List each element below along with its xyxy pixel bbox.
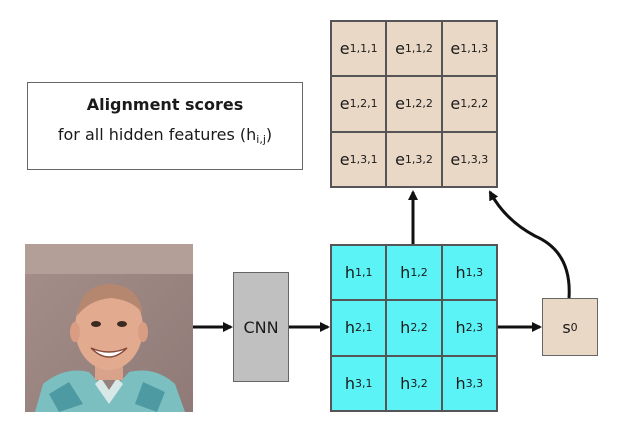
- caption-subtitle: for all hidden features (hi,j): [57, 125, 273, 146]
- caption-box: Alignment scores for all hidden features…: [27, 82, 303, 170]
- state-to-scores-arrow: [488, 190, 571, 299]
- person-photo-icon: [25, 244, 193, 412]
- cnn-box: CNN: [233, 272, 289, 382]
- caption-title: Alignment scores: [86, 95, 244, 114]
